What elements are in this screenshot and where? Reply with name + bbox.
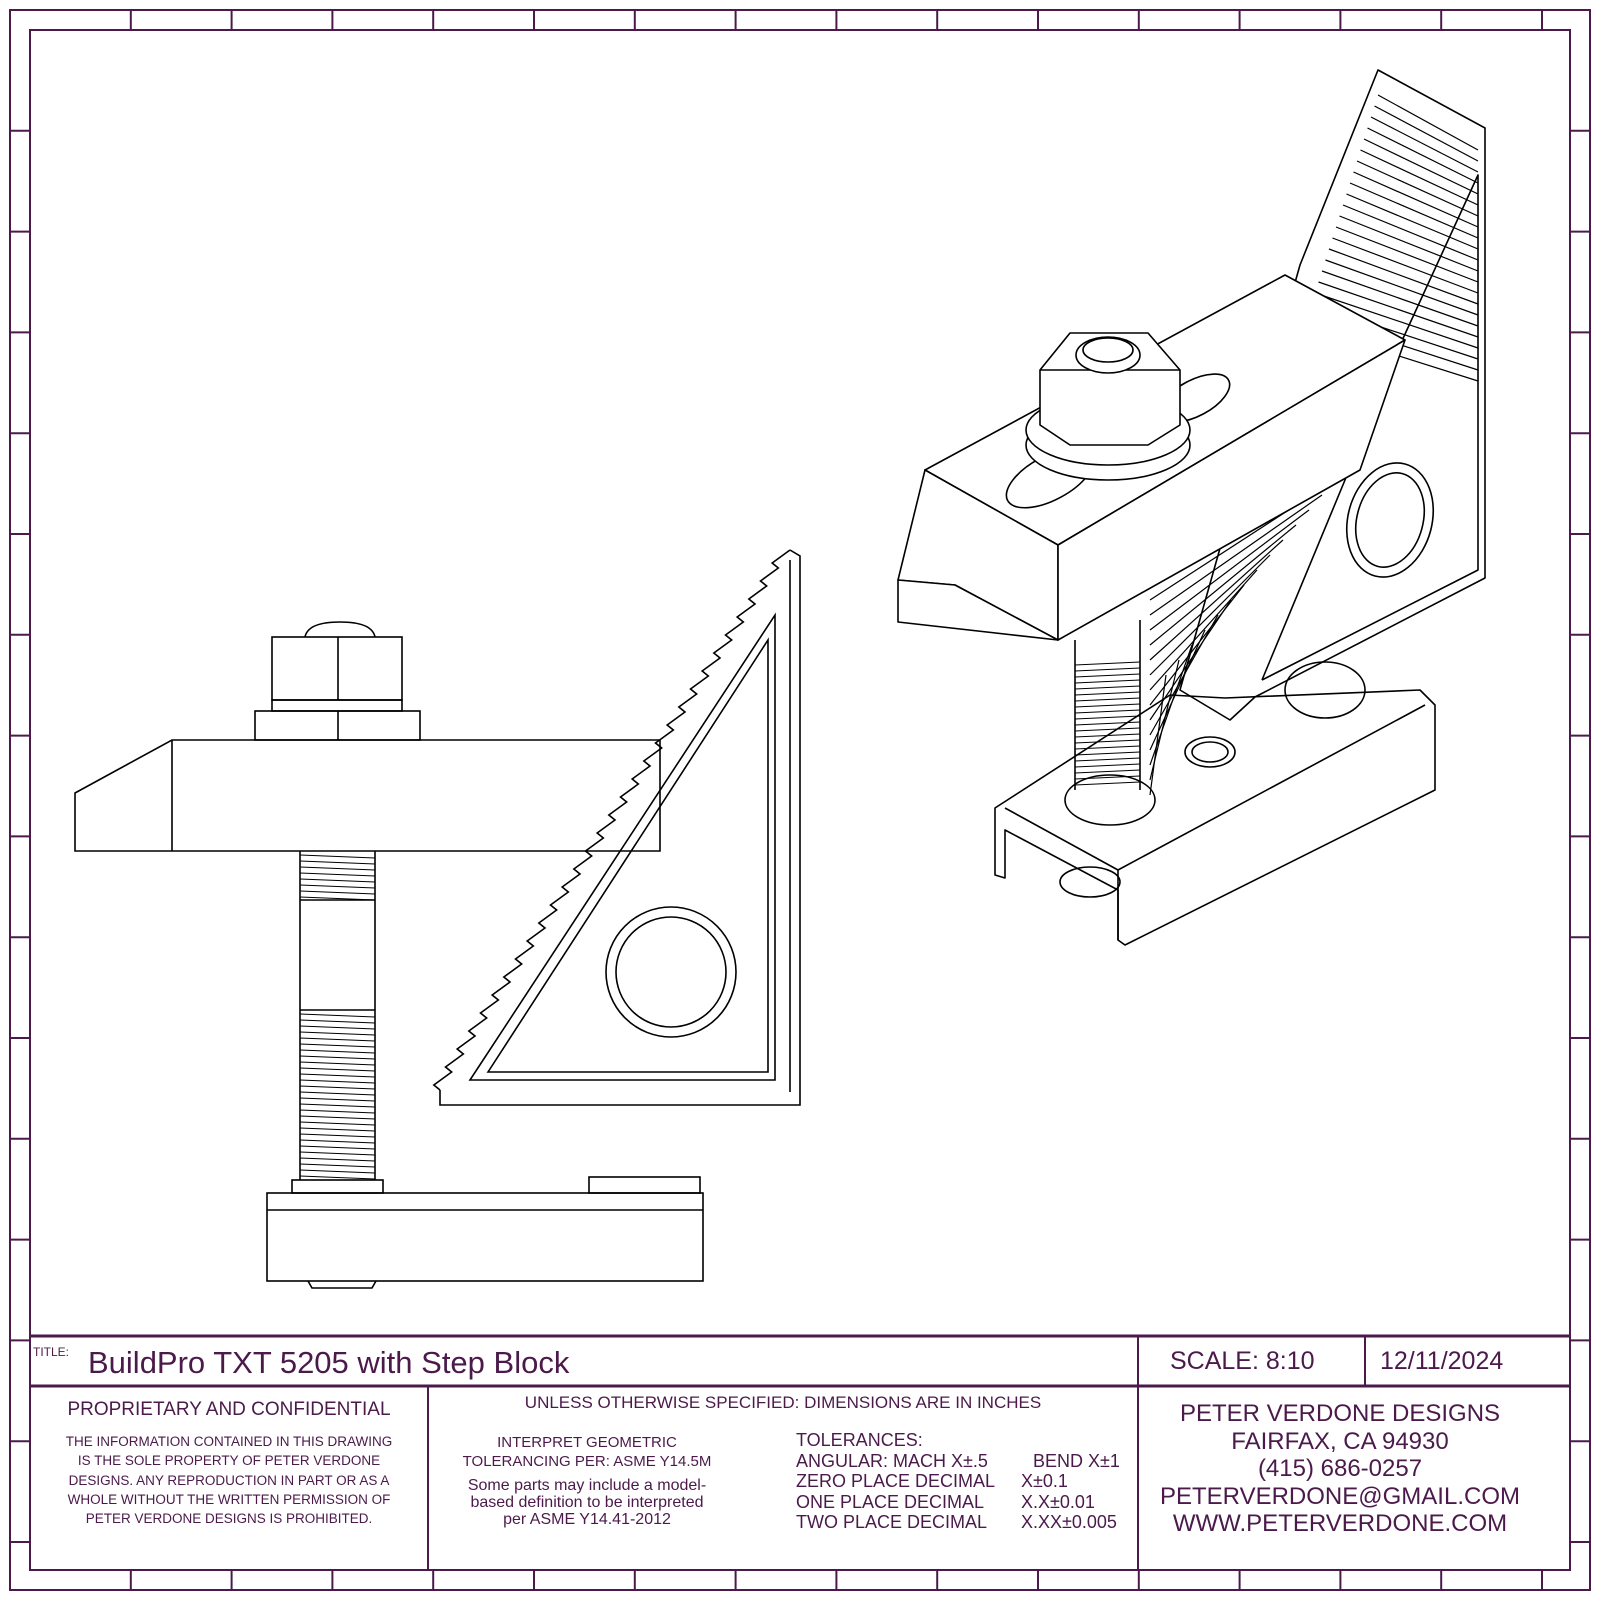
gdt-line: TOLERANCING PER: ASME Y14.5M: [462, 1453, 712, 1470]
notice-line: THE INFORMATION CONTAINED IN THIS DRAWIN…: [65, 1434, 393, 1449]
title-label: TITLE:: [33, 1345, 70, 1359]
iso-stud: [1064, 620, 1156, 826]
clamp-bar: [74, 739, 661, 852]
step-block: [432, 549, 801, 1106]
proprietary-heading: PROPRIETARY AND CONFIDENTIAL: [67, 1399, 391, 1420]
mbd-line: per ASME Y14.41-2012: [503, 1511, 671, 1528]
notice-line: IS THE SOLE PROPERTY OF PETER VERDONE: [77, 1453, 381, 1469]
isometric-view-drawing: [897, 69, 1486, 946]
iso-t-nut: [994, 661, 1436, 946]
sheet-frame: [9, 9, 1591, 1591]
gdt-note: INTERPRET GEOMETRIC TOLERANCING PER: ASM…: [432, 1433, 742, 1471]
iso-nut-washer: [1025, 332, 1191, 481]
proprietary-notice: THE INFORMATION CONTAINED IN THIS DRAWIN…: [30, 1432, 428, 1528]
side-view-drawing: [74, 549, 801, 1289]
dimensions-note: UNLESS OTHERWISE SPECIFIED: DIMENSIONS A…: [524, 1393, 1042, 1412]
drawing-title: BuildPro TXT 5205 with Step Block: [88, 1345, 570, 1380]
company-phone: (415) 686-0257: [1257, 1455, 1423, 1482]
company-name: PETER VERDONE DESIGNS: [1179, 1400, 1501, 1427]
notice-line: DESIGNS. ANY REPRODUCTION IN PART OR AS …: [68, 1472, 390, 1488]
washer: [254, 710, 421, 741]
mbd-line: based definition to be interpreted: [470, 1494, 704, 1511]
notice-line: PETER VERDONE DESIGNS IS PROHIBITED.: [85, 1511, 373, 1527]
base-t-nut: [266, 1176, 704, 1289]
scale-value: SCALE: 8:10: [1170, 1347, 1315, 1375]
threaded-stud: [299, 851, 376, 1180]
company-email: PETERVERDONE@GMAIL.COM: [1160, 1482, 1520, 1510]
mbd-note: Some parts may include a model- based de…: [432, 1477, 742, 1528]
drawing-date: 12/11/2024: [1380, 1347, 1504, 1375]
tolerances-heading: TOLERANCES:: [796, 1430, 923, 1450]
mbd-line: Some parts may include a model-: [467, 1477, 707, 1494]
notice-line: WHOLE WITHOUT THE WRITTEN PERMISSION OF: [67, 1491, 391, 1507]
company-address: FAIRFAX, CA 94930: [1231, 1427, 1449, 1455]
hex-nut: [271, 621, 403, 712]
company-info: PETER VERDONE DESIGNS FAIRFAX, CA 94930 …: [1138, 1400, 1542, 1538]
gdt-line: INTERPRET GEOMETRIC: [497, 1434, 677, 1451]
company-website: WWW.PETERVERDONE.COM: [1172, 1510, 1508, 1537]
